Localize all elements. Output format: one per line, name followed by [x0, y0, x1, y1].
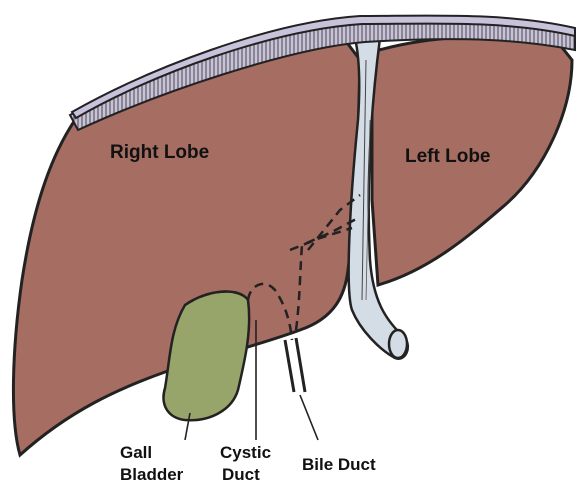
right-lobe-label: Right Lobe — [110, 142, 209, 163]
bile-duct-leader — [300, 395, 318, 440]
left-lobe-label: Left Lobe — [405, 146, 491, 167]
bile-duct-line-b — [296, 338, 305, 392]
cystic-label-line1: Cystic — [220, 443, 271, 462]
cystic-label-line2: Duct — [222, 465, 260, 484]
gall-label-line1: Gall — [120, 443, 152, 462]
gall-label-line2: Bladder — [120, 465, 184, 484]
bile-duct-label: Bile Duct — [302, 455, 376, 474]
bile-duct-line-a — [285, 340, 294, 392]
round-ligament-end — [389, 330, 407, 358]
